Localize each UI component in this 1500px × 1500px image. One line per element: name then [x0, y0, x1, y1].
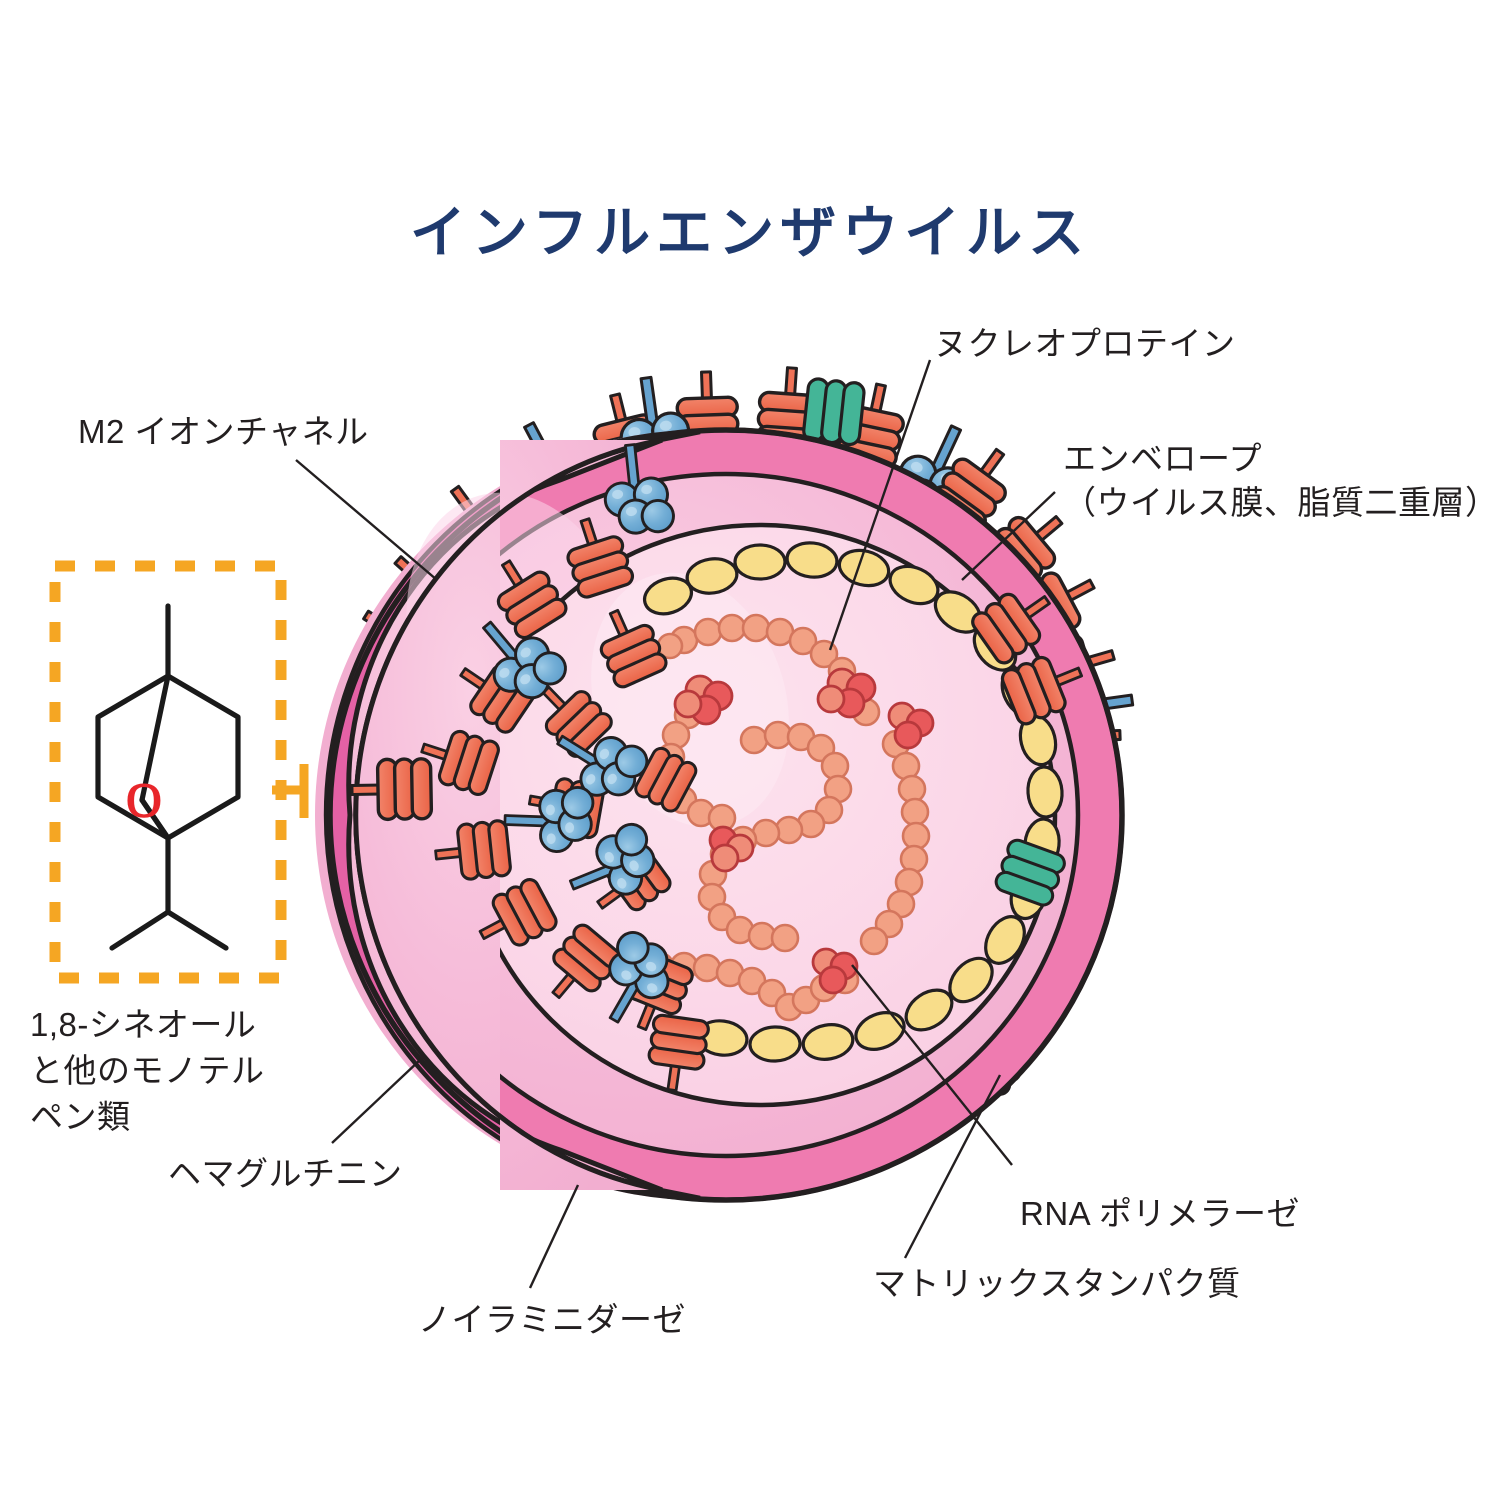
label-compound-line2: と他のモノテル	[30, 1052, 265, 1089]
label-nucleoprotein: ヌクレオプロテイン	[934, 325, 1236, 362]
leader-nucleoprotein	[828, 359, 932, 651]
leader-hemagglutinin	[331, 1059, 421, 1144]
leader-m2	[295, 459, 438, 581]
leader-rna-polymerase	[851, 964, 1013, 1166]
label-hemagglutinin: ヘマグルチニン	[168, 1155, 403, 1192]
label-matrix-protein: マトリックスタンパク質	[873, 1265, 1241, 1302]
inhibition-marker	[272, 764, 309, 818]
virion-body	[315, 364, 1139, 1203]
leader-lines	[295, 359, 1056, 1289]
compound-callout: O	[49, 560, 309, 984]
label-compound-line3: ペン類	[30, 1098, 131, 1135]
label-envelope-line2: （ウイルス膜、脂質二重層）	[1063, 484, 1499, 521]
rna-polymerase-clusters	[673, 667, 935, 995]
label-m2-ion-channel: M2 イオンチャネル	[78, 413, 369, 450]
label-neuraminidase: ノイラミニダーゼ	[418, 1301, 686, 1338]
leader-matrix-protein	[903, 1074, 1002, 1259]
oxygen-atom-label: O	[126, 773, 161, 828]
label-envelope-line1: エンベロープ	[1063, 440, 1263, 477]
label-compound-line1: 1,8-シネオール	[30, 1006, 257, 1043]
leader-neuraminidase	[528, 1184, 580, 1289]
cineole-structure	[95, 603, 241, 951]
leader-envelope	[961, 491, 1056, 581]
label-rna-polymerase: RNA ポリメラーゼ	[1020, 1195, 1301, 1232]
page-title: インフルエンザウイルス	[409, 201, 1091, 264]
